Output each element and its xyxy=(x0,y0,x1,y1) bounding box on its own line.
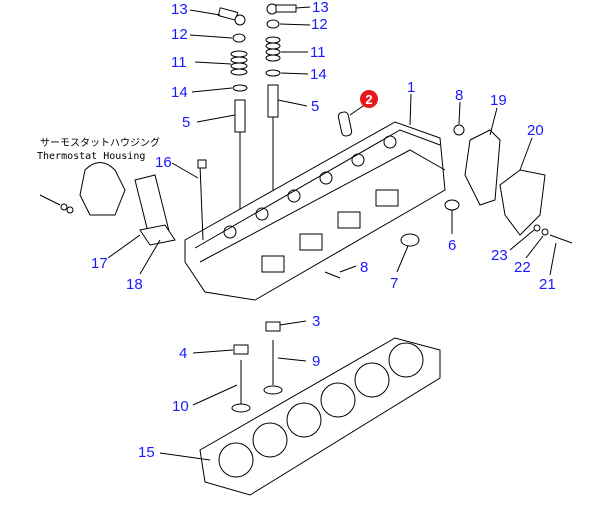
callout-9[interactable]: 9 xyxy=(312,353,320,370)
callout-14[interactable]: 14 xyxy=(171,84,188,101)
valves xyxy=(231,321,283,413)
callout-18[interactable]: 18 xyxy=(126,276,143,293)
thermostat-housing xyxy=(39,162,176,246)
callout-20[interactable]: 20 xyxy=(527,122,544,139)
cylinder-head xyxy=(184,121,446,301)
callout-1[interactable]: 1 xyxy=(407,79,415,96)
callout-16[interactable]: 16 xyxy=(155,154,172,171)
callout-8[interactable]: 8 xyxy=(455,87,463,104)
callout-7[interactable]: 7 xyxy=(390,275,398,292)
callout-8[interactable]: 8 xyxy=(360,259,368,276)
callout-14[interactable]: 14 xyxy=(310,66,327,83)
thermostat-label-english: Thermostat Housing xyxy=(37,151,145,162)
head-gasket xyxy=(199,337,441,496)
callout-3[interactable]: 3 xyxy=(312,313,320,330)
callout-5[interactable]: 5 xyxy=(182,114,190,131)
callout-13[interactable]: 13 xyxy=(312,0,329,16)
callout-11[interactable]: 11 xyxy=(171,54,187,71)
callout-17[interactable]: 17 xyxy=(91,255,108,272)
callout-6[interactable]: 6 xyxy=(448,237,456,254)
callout-22[interactable]: 22 xyxy=(514,259,531,276)
highlight-marker[interactable] xyxy=(360,90,378,108)
callout-5[interactable]: 5 xyxy=(311,98,319,115)
highlight-number: 2 xyxy=(365,92,372,107)
callout-4[interactable]: 4 xyxy=(179,345,187,362)
callout-23[interactable]: 23 xyxy=(491,247,508,264)
callout-15[interactable]: 15 xyxy=(138,444,155,461)
thermostat-label-japanese: サーモスタットハウジング xyxy=(40,136,160,149)
bracket xyxy=(324,124,573,279)
leader-lines xyxy=(107,6,557,461)
callout-13[interactable]: 13 xyxy=(171,1,188,18)
right-valve-stack xyxy=(265,3,297,200)
callout-10[interactable]: 10 xyxy=(172,398,189,415)
part-2-sleeve xyxy=(337,111,353,137)
callout-21[interactable]: 21 xyxy=(539,276,556,293)
callout-12[interactable]: 12 xyxy=(171,26,188,43)
left-valve-stack xyxy=(217,7,248,210)
callouts: 13 12 11 14 5 13 12 11 14 5 1 8 19 20 16… xyxy=(91,0,556,461)
callout-12[interactable]: 12 xyxy=(311,16,328,33)
callout-19[interactable]: 19 xyxy=(490,92,507,109)
callout-11[interactable]: 11 xyxy=(310,44,326,61)
